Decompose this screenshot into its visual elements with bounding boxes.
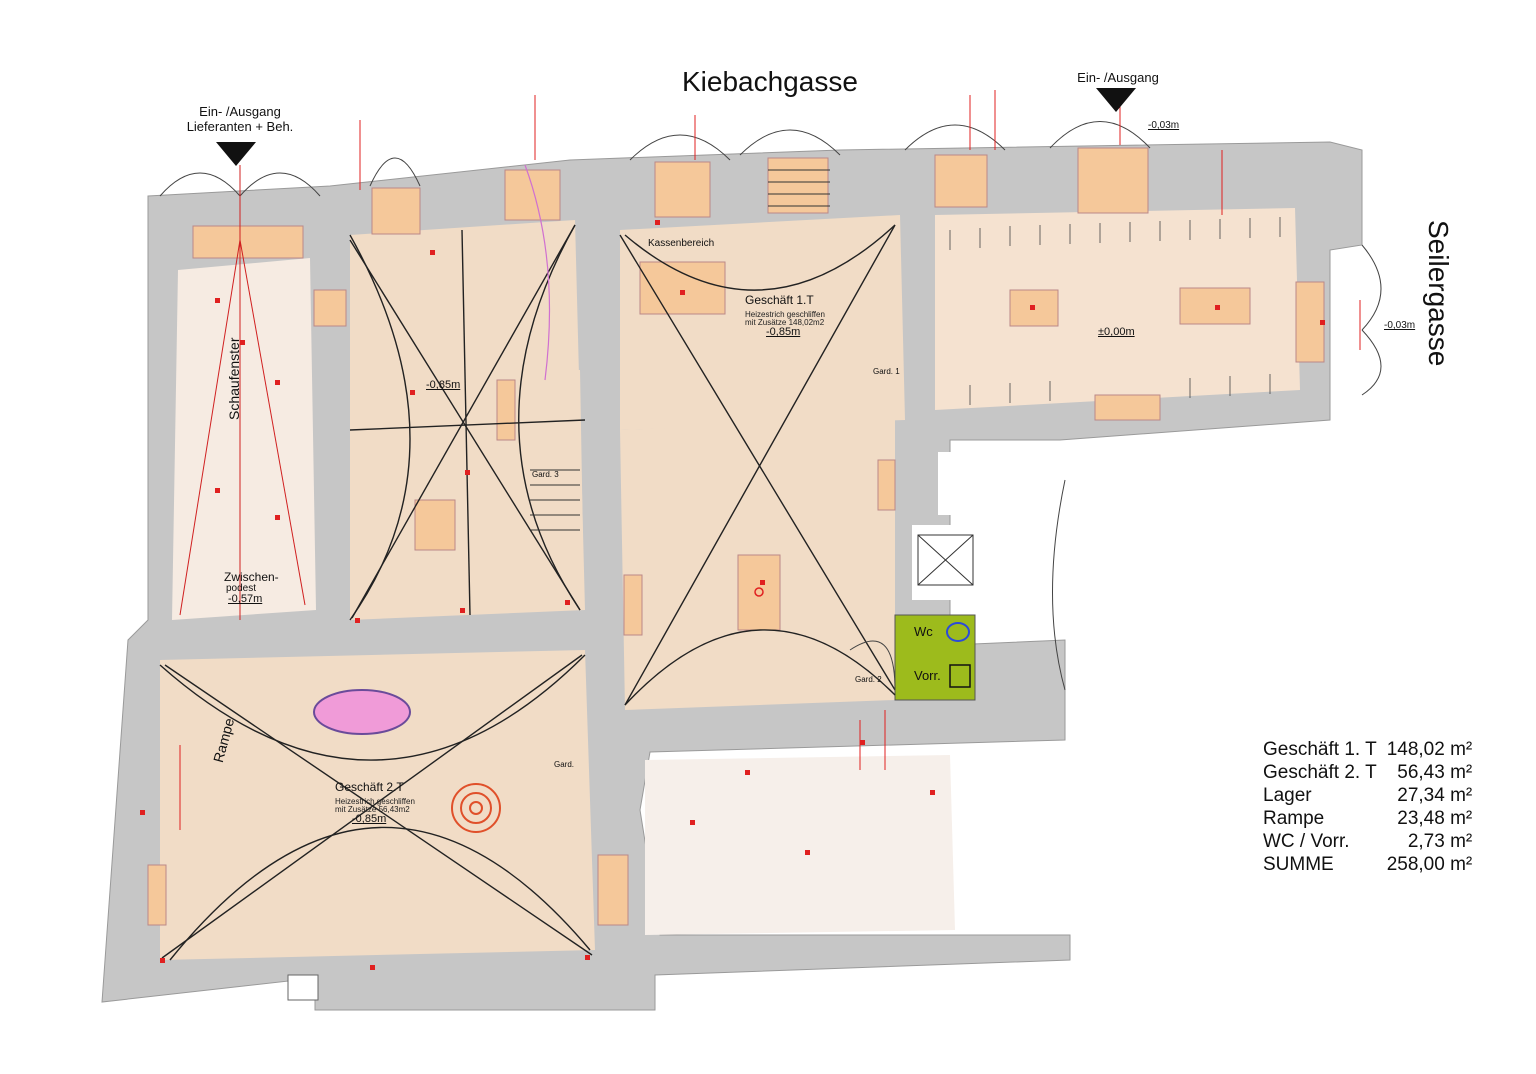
area-row-name: SUMME (1263, 854, 1334, 875)
room-label-schaufenster: Schaufenster (226, 337, 242, 421)
area-row-value: 148,02 m² (1386, 739, 1473, 760)
level-geschaeft1: -0,85m (766, 326, 801, 338)
area-row-value: 27,34 m² (1397, 785, 1473, 806)
area-row-name: Geschäft 1. T (1263, 739, 1377, 760)
floor-corridor (938, 452, 1028, 515)
entrance-right-icon (1096, 88, 1136, 112)
entrance-left-line1: Ein- /Ausgang (199, 104, 281, 119)
street-name-right: Seilergasse (1423, 220, 1454, 367)
area-row-name: Rampe (1263, 808, 1325, 829)
vault-lines (159, 224, 896, 961)
area-row-name: WC / Vorr. (1263, 831, 1350, 852)
area-row-value: 258,00 m² (1386, 854, 1473, 875)
level-podest: -0,57m (228, 593, 263, 605)
room-label-geschaeft1: Geschäft 1.T (745, 293, 814, 307)
entrance-right-label: Ein- /Ausgang (1077, 70, 1159, 85)
level-right: ±0,00m (1098, 326, 1135, 338)
center-target (451, 783, 501, 833)
floor-lager (645, 755, 955, 935)
pink-table (313, 689, 411, 735)
level-side-right: -0,03m (1384, 320, 1416, 331)
note-geschaeft2-line2: mit Zusätze 56,43m2 (335, 805, 410, 814)
floor-right-room (935, 208, 1300, 410)
area-row-value: 23,48 m² (1397, 808, 1473, 829)
room-label-vorr: Vorr. (914, 668, 941, 683)
note-geschaeft1-line2: mit Zusätze 148,02m2 (745, 318, 825, 327)
wc-basin (949, 664, 971, 688)
area-row: SUMME 258,00 m² (1263, 853, 1472, 876)
level-entrance-right: -0,03m (1148, 120, 1180, 131)
area-row-value: 56,43 m² (1397, 762, 1473, 783)
room-label-gard4: Gard. (554, 760, 575, 769)
area-row: Lager 27,34 m² (1263, 784, 1472, 807)
annotations (140, 220, 1325, 970)
wc-toilet (946, 622, 970, 642)
street-name-top: Kiebachgasse (682, 66, 858, 97)
area-row: Geschäft 1. T 148,02 m² (1263, 738, 1472, 761)
level-geschaeft2: -0,85m (352, 813, 387, 825)
room-label-kassenbereich: Kassenbereich (648, 238, 715, 249)
level-middle: -0,85m (426, 379, 461, 391)
area-row-name: Geschäft 2. T (1263, 762, 1377, 783)
room-label-geschaeft2: Geschäft 2.T (335, 780, 404, 794)
floor-schaufenster (172, 258, 316, 620)
room-label-gard1: Gard. 1 (873, 367, 900, 376)
stairs (530, 169, 974, 586)
area-row-name: Lager (1263, 785, 1312, 806)
wc-room (894, 614, 976, 701)
floor-lift (912, 525, 1010, 600)
room-label-gard3: Gard. 3 (532, 470, 559, 479)
area-row: Rampe 23,48 m² (1263, 807, 1472, 830)
room-label-gard2: Gard. 2 (855, 675, 882, 684)
door-swings (159, 121, 1382, 691)
entrance-left-icon (216, 142, 256, 166)
area-table: Geschäft 1. T 148,02 m² Geschäft 2. T 56,43… (1263, 738, 1472, 876)
area-row-value: 2,73 m² (1407, 831, 1473, 852)
area-table-body: Geschäft 1. T 148,02 m² Geschäft 2. T 56,43… (1263, 738, 1472, 876)
room-label-zwischenpodest-2: podest (226, 583, 257, 594)
centre-point-g1 (754, 587, 764, 597)
note-geschaeft2-line1: Heizestrich geschliffen (335, 797, 415, 806)
room-label-zwischenpodest-1: Zwischen- (224, 570, 279, 584)
floor-hatching (949, 217, 1281, 405)
area-row: WC / Vorr. 2,73 m² (1263, 830, 1472, 853)
area-row: Geschäft 2. T 56,43 m² (1263, 761, 1472, 784)
window-niches (147, 147, 1325, 926)
room-label-wc: Wc (914, 624, 933, 639)
schaufenster-lines (179, 165, 306, 620)
rear-step (287, 974, 319, 1001)
entrance-left-label: Ein- /Ausgang Lieferanten + Beh. (180, 104, 300, 134)
entrance-left-line2: Lieferanten + Beh. (186, 119, 294, 134)
annotation-lines (179, 90, 1361, 830)
pink-stair-lines (524, 164, 551, 381)
note-geschaeft1-line1: Heizestrich geschliffen (745, 310, 825, 319)
